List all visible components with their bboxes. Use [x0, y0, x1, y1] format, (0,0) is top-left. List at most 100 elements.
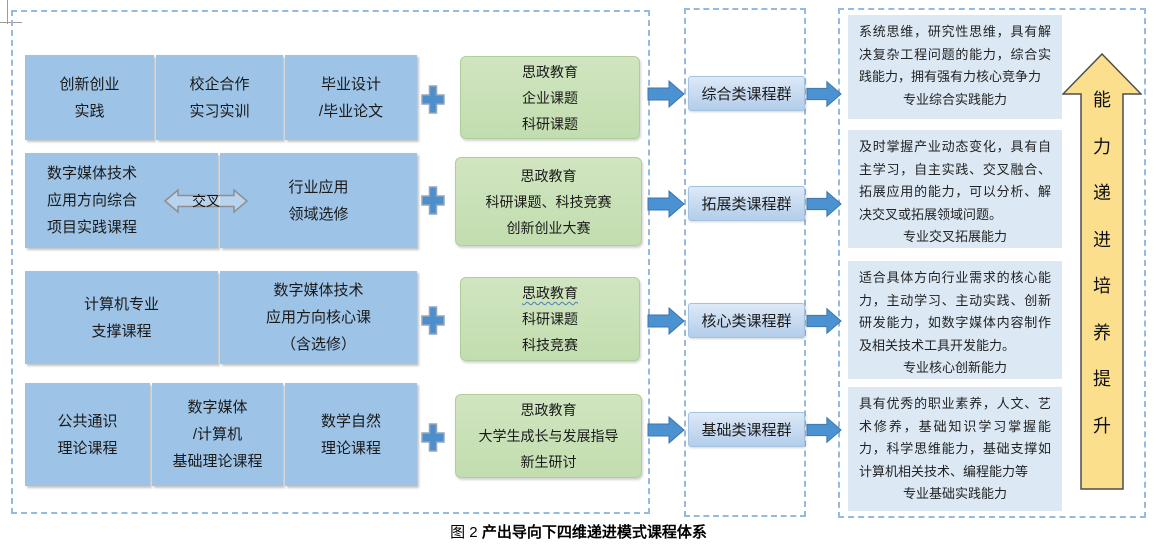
vertical-arrow-char: 提	[1093, 369, 1111, 390]
figure-caption-number: 图 2	[450, 524, 478, 541]
supplement-box: 思政教育 企业课题 科研课题	[460, 56, 640, 139]
course-box-line: 数学自然	[320, 412, 381, 430]
course-box: 计算机专业 支撑课程	[25, 271, 218, 364]
plus-icon	[421, 186, 445, 215]
anchor-corner-mark	[7, 0, 8, 24]
vertical-arrow-char: 培	[1093, 276, 1111, 297]
ability-tagline: 专业基础实践能力	[902, 486, 1007, 501]
supplement-box: 思政教育 科研课题、科技竞赛 创新创业大赛	[455, 157, 642, 246]
course-modules-panel	[11, 10, 650, 514]
course-box-line: 创新创业	[59, 75, 120, 93]
supplement-line: 科研课题	[522, 115, 578, 132]
course-box-line: （含选修）	[280, 336, 356, 353]
plus-icon	[421, 306, 445, 335]
ability-body: 具有优秀的职业素养，人文、艺术修养，基础知识学习掌握能力，科学思维能力，基础支撑…	[859, 396, 1051, 479]
course-box-line: 应用方向综合	[47, 192, 138, 209]
course-group-text: 核心类课程群	[701, 313, 792, 330]
course-box-line: 理论课程	[57, 439, 118, 457]
ability-box: 及时掌握产业动态变化，具有自主学习，自主实践、交叉融合、拓展应用的能力，可以分析…	[848, 130, 1062, 248]
course-box: 数学自然 理论课程	[285, 383, 417, 486]
course-groups-panel	[684, 8, 806, 517]
course-box-line: 支撑课程	[91, 322, 152, 340]
ability-tagline: 专业核心创新能力	[902, 360, 1007, 375]
up-arrow-icon	[1062, 53, 1142, 490]
course-box-line: 行业应用	[288, 178, 349, 196]
course-box: 数字媒体技术 应用方向核心课 （含选修）	[220, 271, 417, 364]
figure-caption-title: 产出导向下四维递进模式课程体系	[481, 524, 707, 541]
ability-body: 及时掌握产业动态变化，具有自主学习，自主实践、交叉融合、拓展应用的能力，可以分析…	[859, 139, 1051, 222]
supplement-line: 创新创业大赛	[506, 219, 591, 236]
course-box-line: 公共通识	[57, 412, 118, 430]
supplement-box: 思政教育 大学生成长与发展指导 新生研讨	[455, 394, 642, 478]
course-group-text: 基础类课程群	[701, 422, 792, 439]
right-arrow-icon	[647, 307, 685, 335]
vertical-arrow-char: 进	[1093, 229, 1111, 250]
supplement-line: 思政教育	[522, 285, 578, 301]
ability-progress-arrow-text: 能 力 递 进 培 养 提 升	[1062, 86, 1142, 438]
course-group-label: 基础类课程群	[688, 412, 805, 447]
course-box: 创新创业 实践	[25, 55, 154, 140]
right-arrow-icon	[806, 416, 842, 444]
supplement-line: 科研课题、科技竞赛	[485, 193, 612, 210]
supplement-line: 新生研讨	[520, 454, 577, 470]
cross-arrow-label: 交叉	[192, 193, 220, 209]
course-group-text: 拓展类课程群	[701, 196, 792, 213]
cross-double-arrow-icon: 交叉	[164, 185, 248, 217]
course-box-line: 基础理论课程	[172, 453, 263, 470]
course-box: 毕业设计 /毕业论文	[285, 55, 417, 140]
course-box-line: 应用方向核心课	[265, 309, 371, 326]
course-box: 数字媒体 /计算机 基础理论课程	[152, 383, 283, 486]
vertical-arrow-char: 力	[1093, 136, 1111, 157]
ability-body: 系统思维，研究性思维，具有解决复杂工程问题的能力，综合实践能力，拥有强有力核心竞…	[859, 24, 1051, 84]
vertical-arrow-char: 能	[1093, 90, 1111, 110]
supplement-line: 科技竞赛	[522, 337, 578, 353]
vertical-arrow-char: 递	[1093, 183, 1111, 204]
vertical-arrow-char: 升	[1093, 415, 1111, 436]
right-arrow-icon	[647, 416, 685, 444]
course-box-line: 理论课程	[320, 439, 381, 457]
right-arrow-icon	[647, 190, 685, 218]
course-box-line: 数字媒体技术	[47, 165, 138, 182]
course-box-line: 项目实践课程	[47, 219, 138, 236]
course-group-label: 综合类课程群	[688, 76, 805, 111]
right-arrow-icon	[806, 80, 842, 108]
supplement-line: 科研课题	[522, 311, 578, 327]
course-box-line: 实践	[74, 102, 105, 120]
course-box-line: 领域选修	[288, 205, 349, 223]
supplement-line: 思政教育	[522, 63, 578, 80]
course-group-text: 综合类课程群	[701, 86, 792, 103]
ability-tagline: 专业交叉拓展能力	[902, 229, 1007, 244]
plus-icon	[421, 423, 445, 452]
ability-tagline: 专业综合实践能力	[902, 91, 1007, 107]
ability-box: 具有优秀的职业素养，人文、艺术修养，基础知识学习掌握能力，科学思维能力，基础支撑…	[848, 387, 1062, 511]
right-arrow-icon	[647, 80, 685, 108]
vertical-arrow-char: 养	[1093, 322, 1111, 343]
right-arrow-icon	[806, 307, 842, 335]
supplement-line: 企业课题	[522, 89, 578, 106]
supplement-line: 思政教育	[520, 167, 577, 184]
figure-caption: 图 2 产出导向下四维递进模式课程体系	[0, 521, 1157, 542]
course-group-label: 核心类课程群	[688, 303, 805, 338]
course-box-line: 计算机专业	[83, 295, 159, 313]
ability-box: 系统思维，研究性思维，具有解决复杂工程问题的能力，综合实践能力，拥有强有力核心竞…	[848, 15, 1062, 119]
ability-box: 适合具体方向行业需求的核心能力，主动学习、主动实践、创新研发能力，如数字媒体内容…	[848, 261, 1062, 379]
supplement-line: 大学生成长与发展指导	[478, 428, 619, 444]
course-box: 公共通识 理论课程	[25, 383, 150, 486]
course-box: 校企合作 实习实训	[156, 55, 283, 140]
supplement-box: 思政教育 科研课题 科技竞赛	[460, 277, 640, 361]
course-group-label: 拓展类课程群	[688, 186, 805, 221]
course-box-line: 数字媒体	[187, 399, 248, 416]
course-box-line: 实习实训	[189, 102, 250, 120]
course-box-line: 校企合作	[189, 75, 250, 93]
course-box-line: /计算机	[192, 426, 243, 443]
course-box: 行业应用 领域选修	[220, 153, 417, 248]
right-arrow-icon	[806, 190, 842, 218]
supplement-line: 思政教育	[520, 402, 577, 418]
course-box-line: 毕业设计	[320, 75, 381, 93]
plus-icon	[421, 85, 445, 114]
course-box-line: /毕业论文	[318, 102, 384, 120]
course-box-line: 数字媒体技术	[273, 282, 364, 299]
abilities-panel	[838, 8, 1146, 518]
course-box: 数字媒体技术 应用方向综合 项目实践课程	[25, 153, 218, 248]
